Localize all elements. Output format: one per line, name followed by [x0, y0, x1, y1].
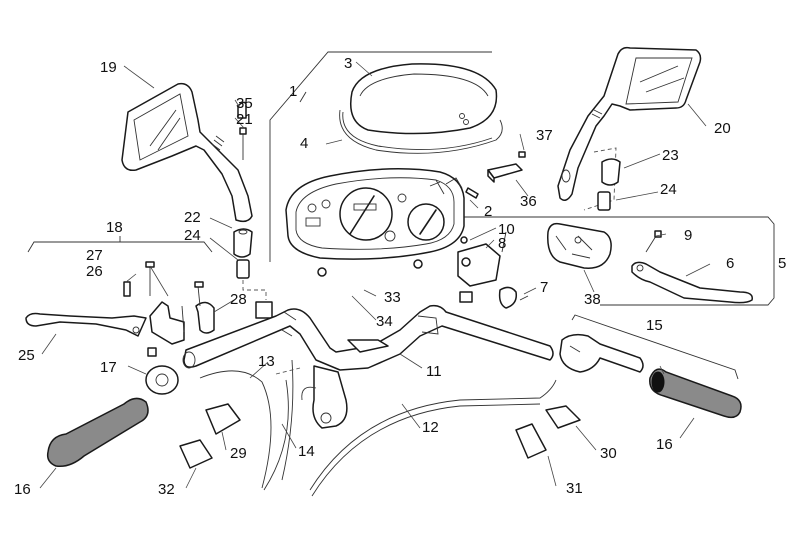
label-22: 22	[184, 209, 201, 226]
label-37: 37	[536, 127, 553, 144]
label-24-left: 24	[184, 227, 201, 244]
label-34: 34	[376, 313, 393, 330]
label-18: 18	[106, 219, 123, 236]
label-7: 7	[540, 279, 548, 296]
label-16-left: 16	[14, 481, 31, 498]
label-15: 15	[646, 317, 663, 334]
right-bar-end-weight	[583, 147, 621, 211]
label-14: 14	[298, 443, 315, 460]
left-brake-lever-assembly	[25, 261, 215, 357]
group-brackets	[27, 51, 775, 380]
bracket-1-leader	[299, 91, 307, 103]
label-33: 33	[384, 289, 401, 306]
label-13: 13	[258, 353, 275, 370]
label-17: 17	[100, 359, 117, 376]
label-38: 38	[584, 291, 601, 308]
instrument-cover	[339, 63, 503, 154]
label-20: 20	[714, 120, 731, 137]
label-12: 12	[422, 419, 439, 436]
label-32: 32	[158, 481, 175, 498]
label-27: 27	[86, 247, 103, 264]
right-mirror	[557, 46, 702, 201]
switches	[179, 403, 581, 469]
label-26: 26	[86, 263, 103, 280]
screw-cap-and-bolt	[237, 101, 247, 160]
label-30: 30	[600, 445, 617, 462]
label-28: 28	[230, 291, 247, 308]
label-3: 3	[344, 55, 352, 72]
label-2: 2	[484, 203, 492, 220]
front-brake-lever	[631, 230, 753, 304]
label-25: 25	[18, 347, 35, 364]
label-29: 29	[230, 445, 247, 462]
brake-master-cylinder	[457, 231, 529, 309]
label-36: 36	[520, 193, 537, 210]
screw-2	[445, 177, 479, 199]
label-1: 1	[289, 83, 297, 100]
part-labels: 19 35 21 1 3 4 37 36 2 20 23 24 22 24 18…	[14, 55, 786, 498]
label-16-right: 16	[656, 436, 673, 453]
control-cables	[199, 359, 557, 497]
label-4: 4	[300, 135, 308, 152]
left-grip	[46, 397, 149, 468]
label-5: 5	[778, 255, 786, 272]
label-35: 35	[236, 95, 253, 112]
label-21: 21	[236, 111, 253, 128]
master-cylinder-cover	[547, 222, 612, 269]
bracket-1	[269, 51, 492, 262]
label-10: 10	[498, 221, 515, 238]
bracket-5	[463, 216, 775, 306]
label-19: 19	[100, 59, 117, 76]
label-11: 11	[426, 363, 442, 380]
label-24-right: 24	[660, 181, 677, 198]
bracket-18	[27, 241, 213, 253]
module-36	[487, 151, 526, 183]
label-9: 9	[684, 227, 692, 244]
label-8: 8	[498, 235, 506, 252]
throttle-tube	[559, 333, 644, 373]
label-31: 31	[566, 480, 583, 497]
instrument-cluster	[285, 168, 465, 277]
leader-lines	[39, 61, 711, 489]
bracket-15	[571, 314, 739, 380]
left-mirror	[121, 82, 253, 223]
label-23: 23	[662, 147, 679, 164]
right-grip	[649, 368, 742, 419]
handlebar-tube	[182, 304, 554, 429]
left-bar-end-weight	[233, 228, 273, 319]
label-6: 6	[726, 255, 734, 272]
left-switch-housing	[145, 365, 179, 395]
